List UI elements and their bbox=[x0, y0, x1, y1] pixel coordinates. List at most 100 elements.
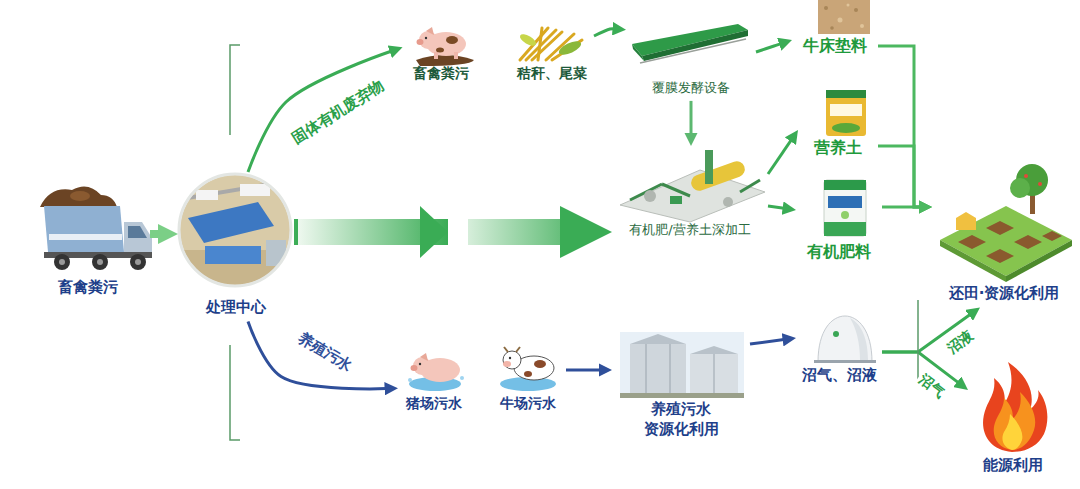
farmland-illustration bbox=[1024, 174, 1028, 178]
facility-photo bbox=[175, 170, 295, 290]
truck-icon bbox=[135, 259, 141, 265]
input-node: 牛场污水 bbox=[490, 344, 566, 416]
equipment-node: 养殖污水 资源化利用 bbox=[612, 330, 750, 443]
source-node: 畜禽粪污 bbox=[26, 186, 150, 302]
processing-machinery bbox=[705, 150, 713, 184]
bedding-photo bbox=[830, 26, 834, 30]
edge-label: 沼气 bbox=[914, 370, 950, 403]
wastewater-tanks bbox=[620, 393, 744, 398]
node-label: 养殖污水 资源化利用 bbox=[612, 400, 750, 439]
fire-icon bbox=[983, 362, 1047, 452]
equipment-node: 有机肥/营养土深加工 bbox=[612, 146, 768, 243]
soil-bag bbox=[830, 104, 862, 116]
wastewater-tanks bbox=[630, 344, 686, 396]
node-label: 畜禽粪污 bbox=[58, 278, 118, 298]
cattle-wastewater-icon bbox=[503, 351, 521, 369]
truck-icon bbox=[124, 222, 152, 254]
flow-arrow bbox=[248, 51, 391, 172]
cattle-wastewater-icon bbox=[509, 357, 511, 359]
node-label: 营养土 bbox=[814, 138, 862, 159]
bedding-photo bbox=[818, 0, 870, 34]
processing-machinery bbox=[644, 190, 656, 202]
processing-machinery bbox=[689, 159, 747, 193]
left-bracket bbox=[230, 345, 240, 440]
product-node: 营养土 bbox=[798, 86, 878, 163]
fermentation-equipment bbox=[632, 24, 748, 63]
bedding-photo bbox=[824, 6, 828, 10]
straw-icon bbox=[538, 28, 542, 60]
processing-machinery bbox=[723, 197, 733, 207]
bedding-photo bbox=[838, 18, 843, 23]
split-bracket bbox=[918, 300, 919, 380]
soil-bag bbox=[832, 123, 860, 133]
fermentation-equipment bbox=[642, 30, 748, 61]
facility-photo bbox=[240, 184, 270, 196]
fire-icon bbox=[983, 362, 1047, 452]
straw-icon bbox=[557, 38, 583, 57]
cattle-wastewater-icon bbox=[500, 347, 556, 391]
truck-icon bbox=[92, 254, 108, 270]
truck-icon bbox=[59, 259, 65, 265]
farmland-illustration bbox=[986, 249, 1014, 263]
manure-icon bbox=[425, 37, 427, 39]
biogas-dome bbox=[818, 316, 872, 362]
truck-icon bbox=[97, 259, 103, 265]
farmland-illustration bbox=[1042, 231, 1062, 241]
fermentation-equipment bbox=[640, 39, 746, 63]
node-label: 有机肥料 bbox=[807, 242, 871, 263]
flow-arrow bbox=[594, 29, 614, 36]
farmland-illustration bbox=[956, 212, 976, 230]
processing-machinery bbox=[620, 170, 765, 222]
fire-icon bbox=[1002, 414, 1022, 450]
flow-arrow bbox=[750, 340, 784, 344]
big-arrow-head bbox=[448, 216, 468, 248]
farmland-illustration bbox=[958, 235, 986, 249]
pig-wastewater-icon bbox=[408, 378, 412, 382]
outcome-node: 能源利用 bbox=[968, 356, 1058, 480]
pig-wastewater-icon bbox=[419, 363, 421, 365]
node-label: 覆膜发酵设备 bbox=[652, 80, 730, 97]
bedding-photo bbox=[847, 4, 850, 7]
truck-icon bbox=[54, 254, 70, 270]
left-bracket bbox=[230, 45, 240, 135]
truck-icon bbox=[128, 226, 147, 238]
manure-icon bbox=[446, 36, 458, 44]
flow-arrow bbox=[248, 322, 386, 389]
manure-icon bbox=[416, 27, 474, 66]
edge-label: 固体有机废弃物 bbox=[287, 75, 389, 148]
node-label: 畜禽粪污 bbox=[413, 64, 469, 82]
pig-wastewater-icon bbox=[460, 376, 464, 380]
manure-icon bbox=[436, 48, 444, 53]
node-label: 能源利用 bbox=[983, 456, 1043, 476]
product-node: 牛床垫料 bbox=[792, 0, 878, 61]
node-label: 牛场污水 bbox=[500, 394, 556, 412]
node-label: 猪场污水 bbox=[406, 394, 462, 412]
cattle-wastewater-icon bbox=[534, 360, 546, 368]
flow-arrow bbox=[768, 206, 784, 208]
wastewater-tanks bbox=[690, 346, 738, 354]
fertilizer-bag bbox=[824, 180, 866, 236]
outcome-node: 还田·资源化利用 bbox=[932, 164, 1076, 308]
manure-icon bbox=[426, 27, 434, 35]
truck-icon bbox=[130, 254, 146, 270]
product-node: 有机肥料 bbox=[796, 176, 882, 267]
bedding-photo bbox=[818, 0, 870, 34]
processing-machinery bbox=[620, 150, 765, 222]
cattle-wastewater-icon bbox=[524, 371, 532, 377]
biogas-dome bbox=[850, 318, 868, 360]
fertilizer-bag bbox=[841, 211, 849, 219]
processing-machinery bbox=[740, 180, 760, 192]
biogas-dome bbox=[814, 360, 876, 363]
facility-photo bbox=[175, 170, 295, 290]
facility-photo bbox=[196, 190, 218, 200]
soil-bag bbox=[826, 90, 866, 136]
truck-icon bbox=[40, 186, 117, 207]
straw-icon bbox=[518, 32, 538, 48]
farmland-illustration bbox=[940, 164, 1072, 282]
fertilizer-bag bbox=[824, 180, 866, 190]
facility-photo bbox=[266, 240, 286, 266]
manure-icon bbox=[434, 52, 438, 59]
big-arrow-head bbox=[420, 206, 448, 258]
farmland-illustration bbox=[940, 206, 1072, 276]
flow-arrow bbox=[690, 101, 693, 134]
